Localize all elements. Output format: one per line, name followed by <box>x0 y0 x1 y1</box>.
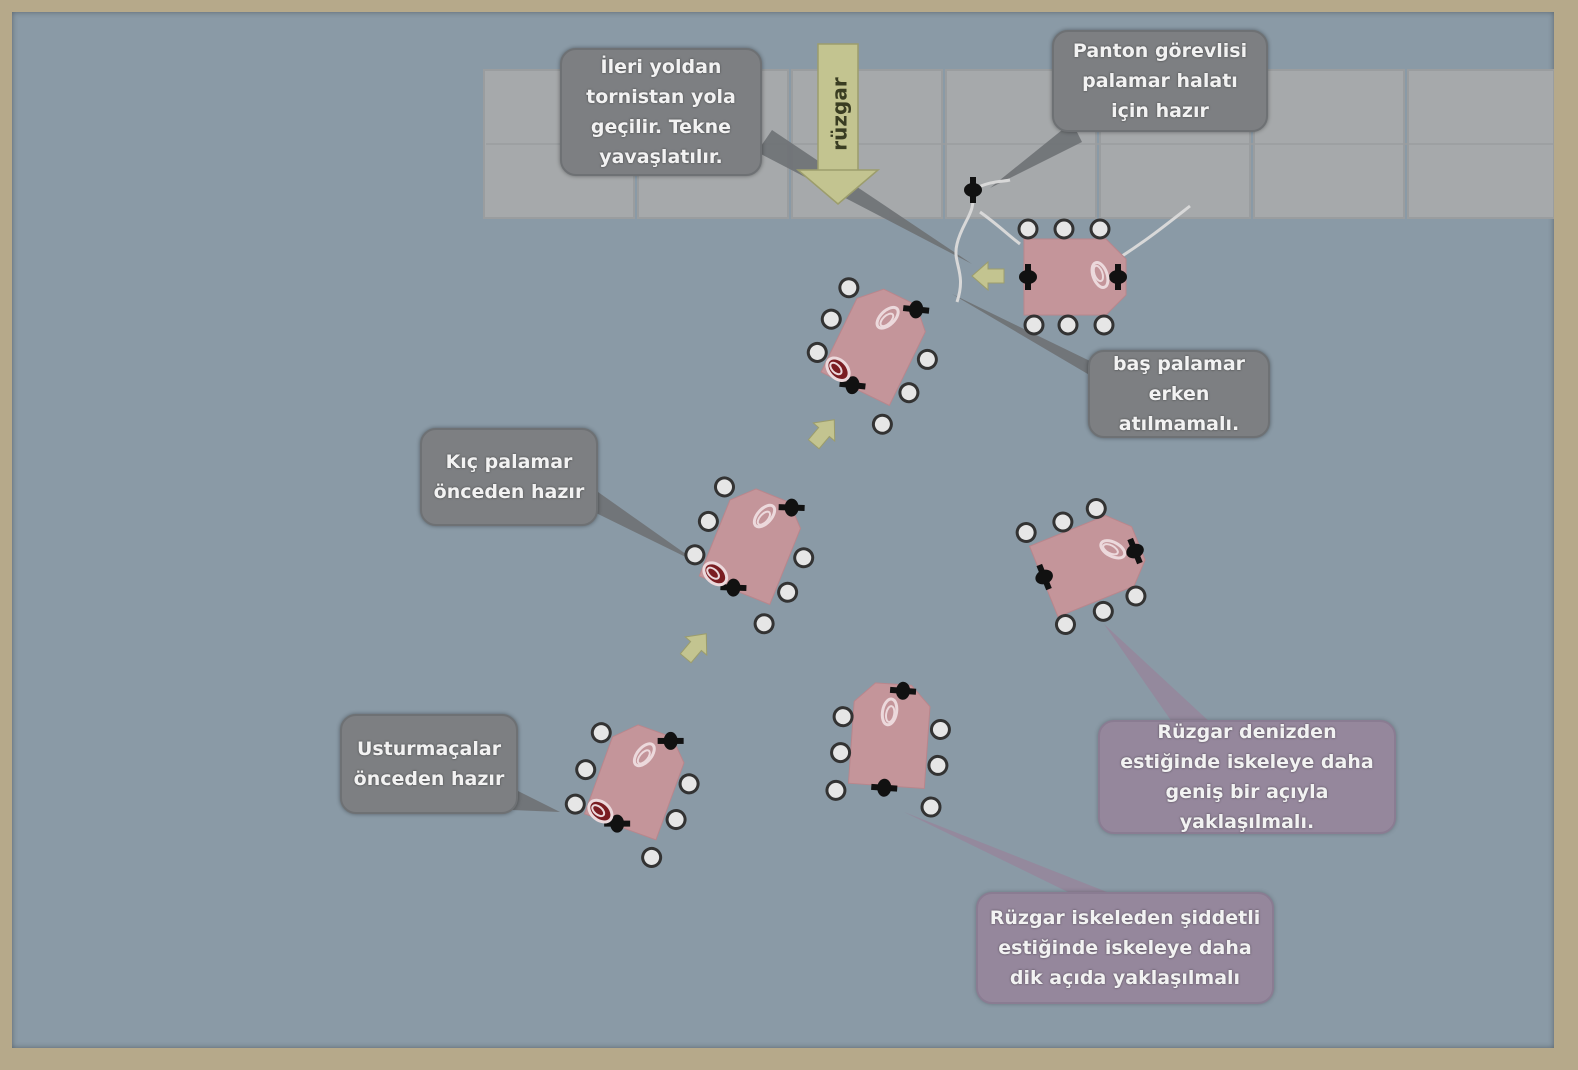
boat-wide-approach <box>1012 495 1154 638</box>
wind-arrow <box>795 43 881 205</box>
callout-forward-to-astern: İleri yoldan tornistan yola geçilir. Tek… <box>560 48 762 176</box>
boat-steep-approach <box>824 680 952 819</box>
diagram-frame: rüzgar İleri yoldan tornistan yola geçil… <box>12 12 1554 1048</box>
callout-fenders: Usturmaçalar önceden hazır <box>340 714 518 814</box>
callout-wind-from-sea-text: Rüzgar denizden estiğinde iskeleye daha … <box>1120 721 1374 833</box>
wind-label: rüzgar <box>820 64 860 164</box>
callout-bow-line: baş palamar erken atılmamalı. <box>1088 350 1270 438</box>
boat-position-1 <box>562 717 703 871</box>
boat-position-2 <box>681 473 817 637</box>
callout-panton-ready-text: Panton görevlisi palamar halatı için haz… <box>1072 40 1248 122</box>
callout-wind-from-pier-text: Rüzgar iskeleden şiddetli estiğinde iske… <box>989 907 1261 989</box>
docking-diagram <box>483 43 1554 894</box>
callout-stern-line-text: Kıç palamar önceden hazır <box>433 451 585 503</box>
callout-panton-ready: Panton görevlisi palamar halatı için haz… <box>1052 30 1268 132</box>
callout-wind-from-pier: Rüzgar iskeleden şiddetli estiğinde iske… <box>976 892 1274 1004</box>
callout-pointers-purple <box>904 624 1212 894</box>
callout-wind-from-sea: Rüzgar denizden estiğinde iskeleye daha … <box>1098 720 1396 834</box>
callout-bow-line-text: baş palamar erken atılmamalı. <box>1112 353 1246 435</box>
callout-forward-to-astern-text: İleri yoldan tornistan yola geçilir. Tek… <box>586 56 736 168</box>
wind-label-text: rüzgar <box>828 77 853 151</box>
callout-fenders-text: Usturmaçalar önceden hazır <box>353 738 505 790</box>
callout-pointers <box>512 122 1098 812</box>
mooring-rope <box>954 178 1191 303</box>
boat-docked <box>1017 218 1127 336</box>
callout-stern-line: Kıç palamar önceden hazır <box>420 428 598 526</box>
movement-arrows <box>679 260 1005 664</box>
boat-position-3 <box>803 274 941 438</box>
